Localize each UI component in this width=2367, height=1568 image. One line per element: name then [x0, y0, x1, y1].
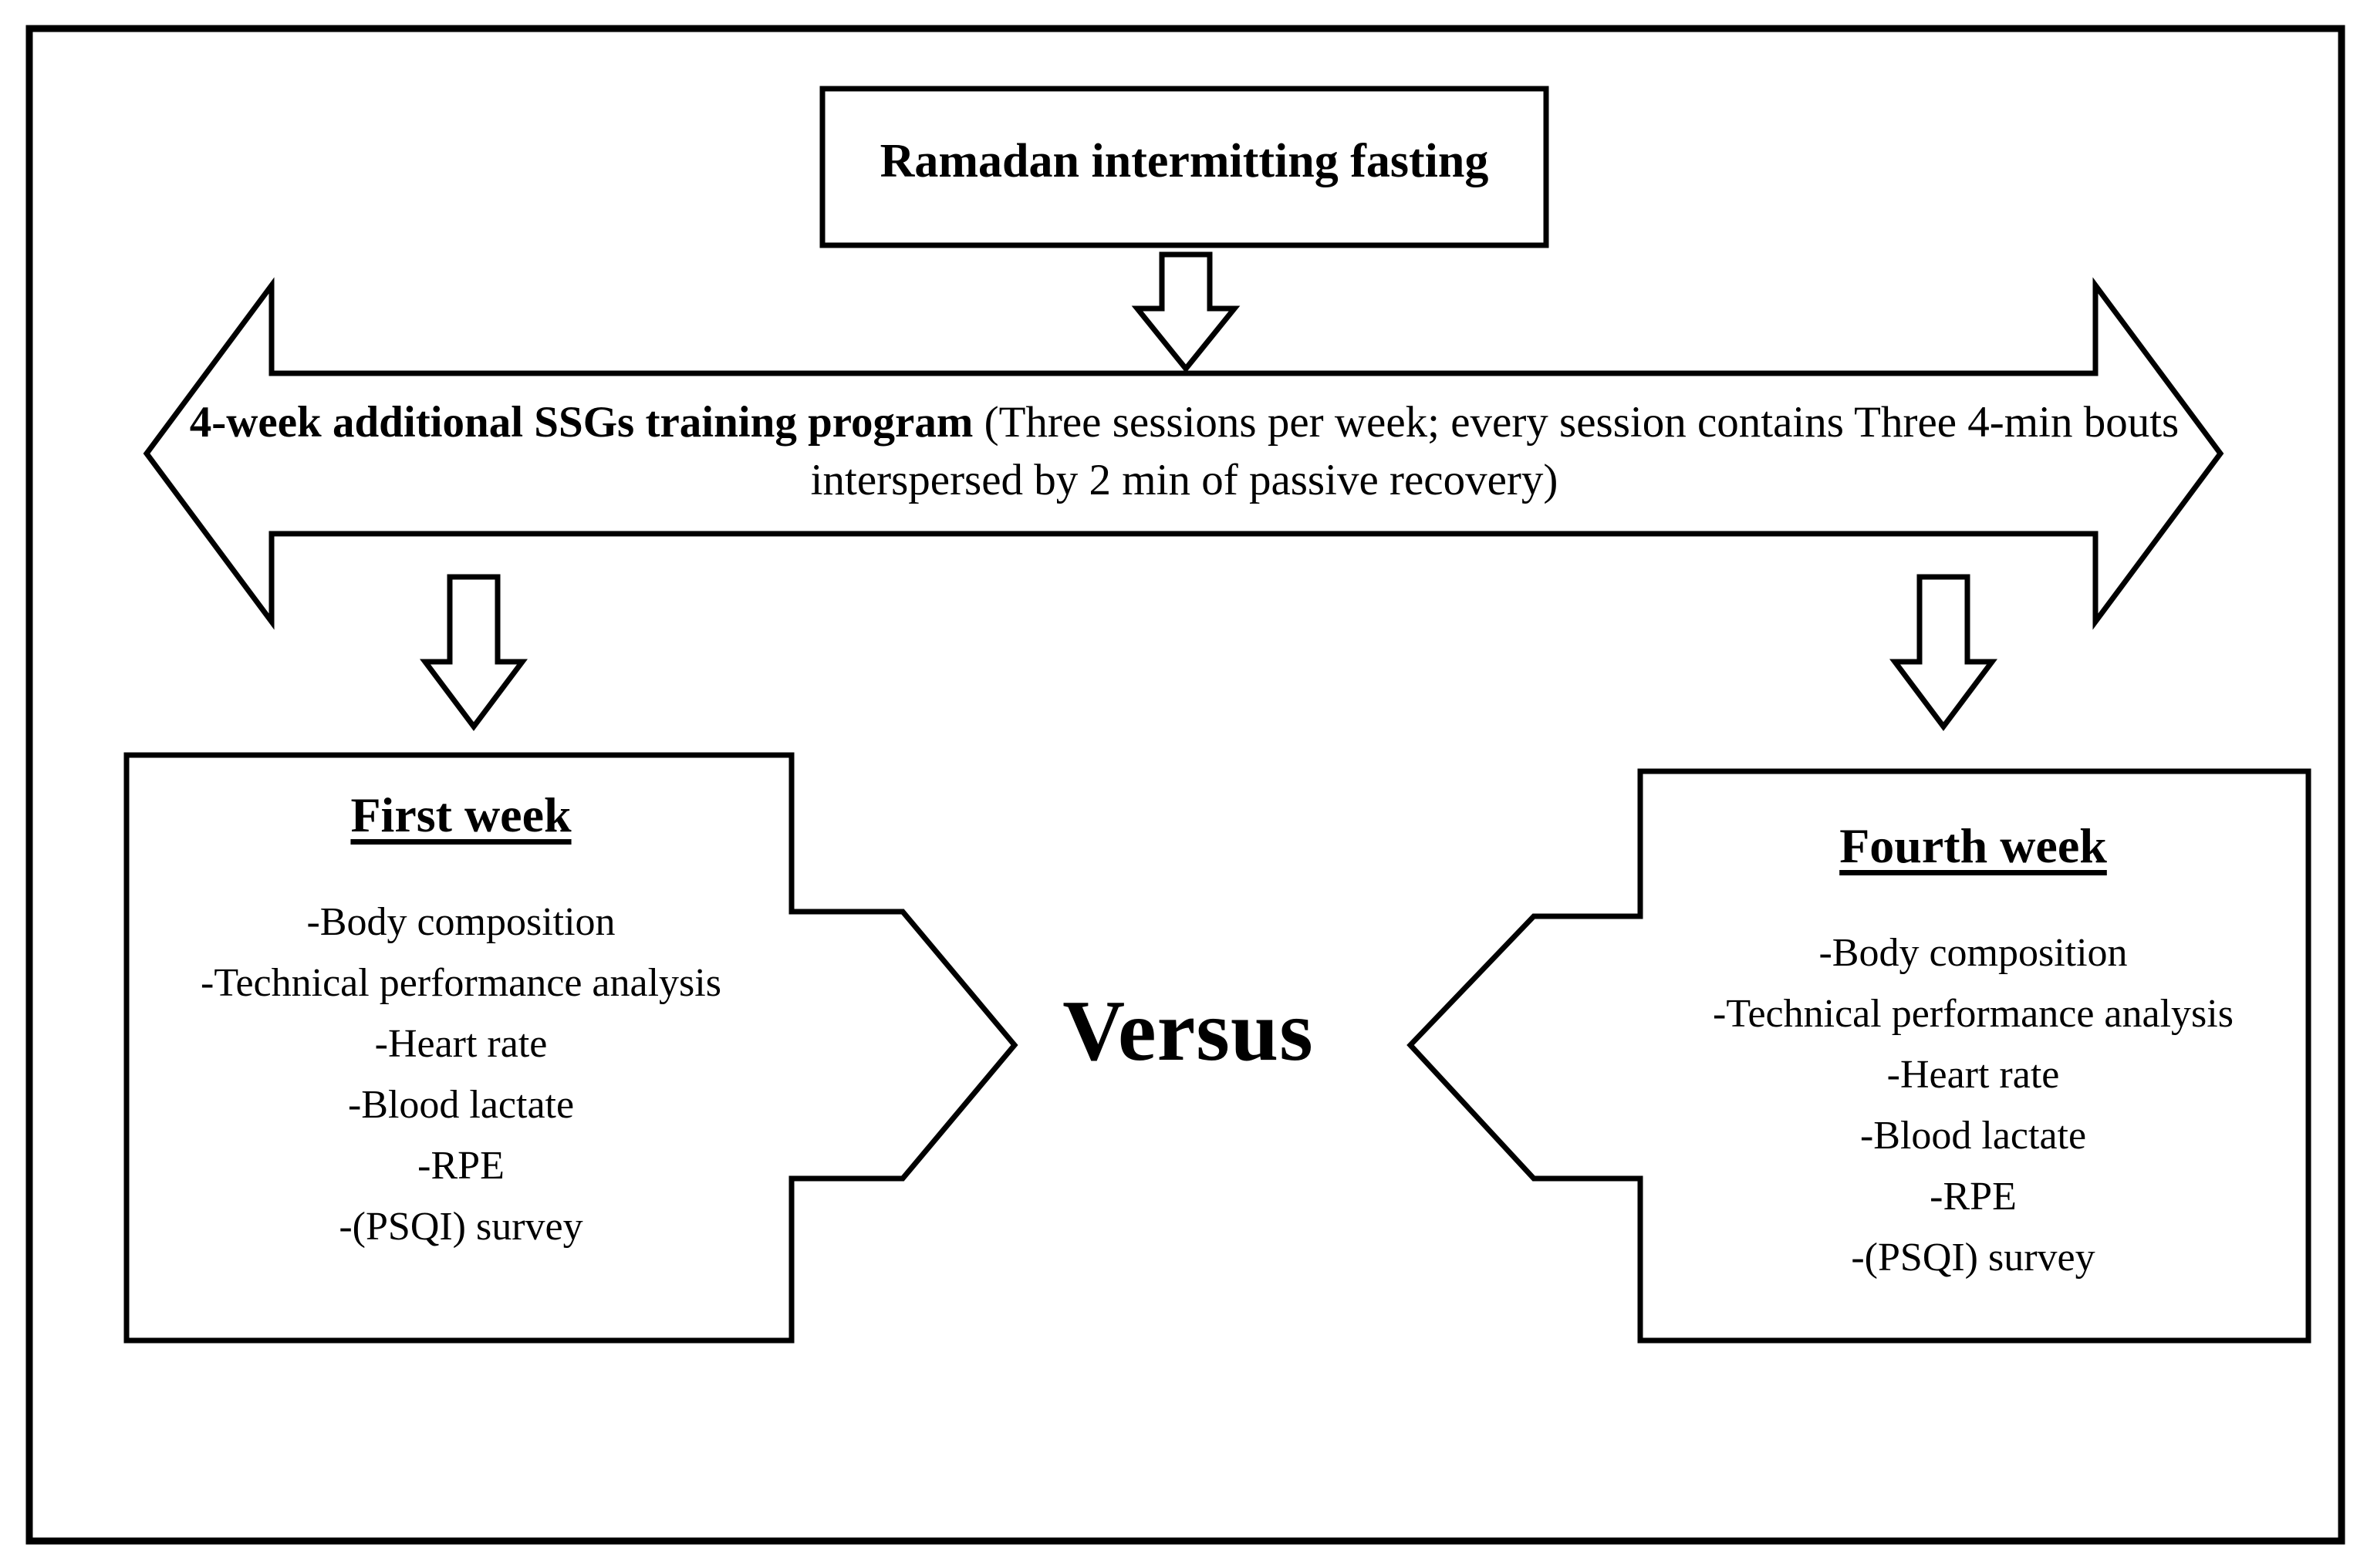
training-program-detail: (Three sessions per week; every session …: [810, 398, 2180, 505]
down-arrow-left-branch: [420, 574, 528, 731]
training-program-description: 4-week additional SSGs training program …: [166, 393, 2203, 509]
left-week-box-with-arrow: [123, 752, 1018, 1344]
first-week-measure-list: -Body composition -Technical performance…: [131, 892, 791, 1257]
first-week-title: First week: [350, 787, 572, 842]
list-item: -Body composition: [1818, 931, 2128, 975]
list-item: -Heart rate: [374, 1022, 548, 1067]
list-item: -(PSQI) survey: [339, 1205, 583, 1249]
fourth-week-title: Fourth week: [1839, 818, 2107, 873]
page-title: Ramadan intermitting fasting: [880, 135, 1489, 187]
list-item: -Technical performance analysis: [201, 961, 721, 1006]
versus-label: Versus: [1062, 983, 1314, 1079]
list-item: -Body composition: [306, 900, 616, 944]
top-box: [819, 86, 1549, 248]
training-program-heading: 4-week additional SSGs training program: [189, 398, 974, 447]
training-program-band: [143, 277, 2224, 630]
list-item: -RPE: [417, 1144, 505, 1189]
list-item: -Heart rate: [1886, 1053, 2060, 1098]
list-item: -(PSQI) survey: [1851, 1236, 2095, 1280]
fourth-week-measure-list: -Body composition -Technical performance…: [1643, 922, 2303, 1288]
fourth-week-panel: Fourth week -Body composition -Technical…: [1643, 818, 2303, 1288]
down-arrow-top: [1131, 251, 1241, 373]
first-week-panel: First week -Body composition -Technical …: [131, 787, 791, 1257]
list-item: -Blood lactate: [347, 1083, 575, 1128]
outer-frame: [25, 25, 2345, 1545]
down-arrow-right-branch: [1889, 574, 1997, 731]
list-item: -RPE: [1930, 1175, 2017, 1219]
list-item: -Technical performance analysis: [1713, 992, 2234, 1037]
list-item: -Blood lactate: [1859, 1114, 2087, 1158]
right-week-box-with-arrow: [1406, 768, 2311, 1344]
